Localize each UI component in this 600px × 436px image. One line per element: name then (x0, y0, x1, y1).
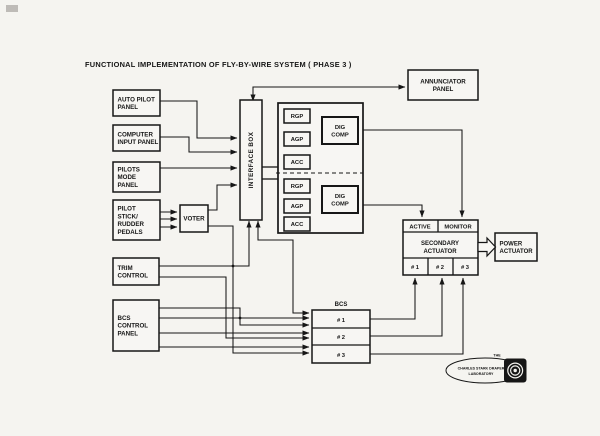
draper-laboratory-logo: THE CHARLES STARK DRAPER LABORATORY (445, 354, 527, 384)
wire-autopilot-to-interface (160, 100, 238, 141)
acc-bottom-box (283, 216, 311, 232)
bcs-box (311, 309, 371, 364)
interface-box-label: INTERFACE BOX (248, 131, 255, 188)
pilot-stick-rudder-pedals-box-label: PILOT (118, 206, 136, 213)
wire-voter-to-interface (208, 182, 238, 211)
pilot-stick-rudder-pedals-box-label: RUDDER (118, 221, 145, 228)
rgp-bottom-box-label: RGP (291, 184, 304, 190)
logo-the-label: THE (493, 354, 501, 358)
wire-digcomp-bottom-to-active (358, 204, 425, 218)
logo-bullseye-dot (513, 368, 517, 373)
bcs-control-panel-box-label: PANEL (118, 331, 139, 338)
wire-computer-input-to-interface (160, 136, 238, 155)
wire-bcs3-to-actuator-3 (370, 277, 466, 355)
dig-comp-bottom-box (321, 185, 359, 214)
bcs-control-panel-box (112, 299, 160, 352)
annunciator-panel-box-label: ANNUNCIATOR (420, 78, 466, 85)
bcs-cell-3-label: # 3 (337, 353, 346, 359)
agp-top-box-label: AGP (291, 137, 304, 143)
wire-voter-branch-to-bcs-3 (208, 225, 310, 356)
annunciator-panel-box-label: PANEL (433, 86, 454, 93)
dig-comp-bottom-box-label: DIG (335, 194, 346, 200)
pilot-stick-rudder-pedals-box (112, 199, 161, 241)
dig-comp-top-box (321, 116, 359, 145)
bcs-control-panel-box-label: BCS (118, 315, 131, 322)
wire-interface-bcs-bidirectional (255, 220, 310, 316)
auto-pilot-panel-box-label: PANEL (118, 104, 139, 111)
rgp-top-box-label: RGP (291, 114, 304, 120)
computer-input-panel-box-label: INPUT PANEL (118, 139, 159, 146)
rgp-top-box (283, 108, 311, 124)
wire-junction (238, 316, 242, 320)
power-actuator-flow-arrow (477, 236, 497, 258)
power-actuator-box-label: POWER (500, 241, 523, 247)
bcs-title-label: BCS (335, 302, 348, 308)
annunciator-panel-box (407, 69, 479, 101)
wire-bcs2-to-actuator-2 (370, 277, 445, 337)
pilots-mode-panel-box-label: MODE (118, 174, 137, 181)
logo-bullseye-ring-inner (510, 365, 521, 376)
channel-2-label: # 2 (436, 265, 444, 271)
bcs-cell-1-label: # 1 (337, 318, 346, 324)
agp-bottom-box-label: AGP (291, 204, 304, 210)
voter-box (179, 204, 209, 233)
bcs-cell-2-label: # 2 (337, 335, 345, 341)
dig-comp-bottom-box-label: COMP (331, 201, 349, 207)
trim-control-box-label: TRIM (118, 265, 133, 272)
pilots-mode-panel-box-label: PILOTS (118, 166, 140, 173)
agp-top-box (283, 131, 311, 147)
pilots-mode-panel-box-label: PANEL (118, 182, 139, 189)
computer-input-panel-box-label: COMPUTER (118, 131, 154, 138)
secondary-actuator-label-1: SECONDARY (421, 241, 459, 247)
monitor-label: MONITOR (444, 225, 472, 231)
active-label: ACTIVE (409, 225, 430, 231)
channel-3-label: # 3 (461, 265, 470, 271)
pilot-stick-rudder-pedals-box-label: STICK/ (118, 213, 139, 220)
acc-top-box (283, 154, 311, 170)
dig-comp-top-box-label: DIG (335, 125, 346, 131)
agp-bottom-box (283, 198, 311, 214)
wire-digcomp-top-to-monitor (358, 129, 465, 218)
voter-box-label: VOTER (183, 216, 205, 223)
channel-1-label: # 1 (411, 265, 420, 271)
bcs-control-panel-box-label: CONTROL (118, 323, 149, 330)
dig-comp-top-box-label: COMP (331, 132, 349, 138)
interface-box (239, 99, 263, 221)
auto-pilot-panel-box (112, 89, 161, 117)
wire-junction (231, 264, 235, 268)
logo-bullseye-ring-outer (507, 362, 524, 379)
acc-bottom-box-label: ACC (291, 222, 304, 228)
logo-name-line1: CHARLES STARK DRAPER (458, 367, 505, 371)
wire-bcs1-to-actuator-1 (370, 277, 418, 320)
scan-artifact (6, 5, 18, 12)
pilot-stick-rudder-pedals-box-label: PEDALS (118, 229, 143, 236)
wire-trim-to-interface-bottom (159, 220, 252, 267)
trim-control-box-label: CONTROL (118, 273, 149, 280)
auto-pilot-panel-box-label: AUTO PILOT (118, 96, 156, 103)
pilots-mode-panel-box (112, 161, 161, 193)
computer-input-panel-box (112, 124, 161, 152)
wire-interface-annunciator (250, 84, 406, 102)
wire-bcs-panel-line-1 (159, 307, 310, 328)
power-actuator-box-label: ACTUATOR (500, 249, 534, 255)
trim-control-box (112, 257, 160, 286)
logo-name-line2: LABORATORY (469, 372, 494, 376)
secondary-actuator-label-2: ACTUATOR (423, 249, 457, 255)
acc-top-box-label: ACC (291, 160, 304, 166)
rgp-bottom-box (283, 178, 311, 194)
page-title: FUNCTIONAL IMPLEMENTATION OF FLY-BY-WIRE… (85, 60, 352, 69)
